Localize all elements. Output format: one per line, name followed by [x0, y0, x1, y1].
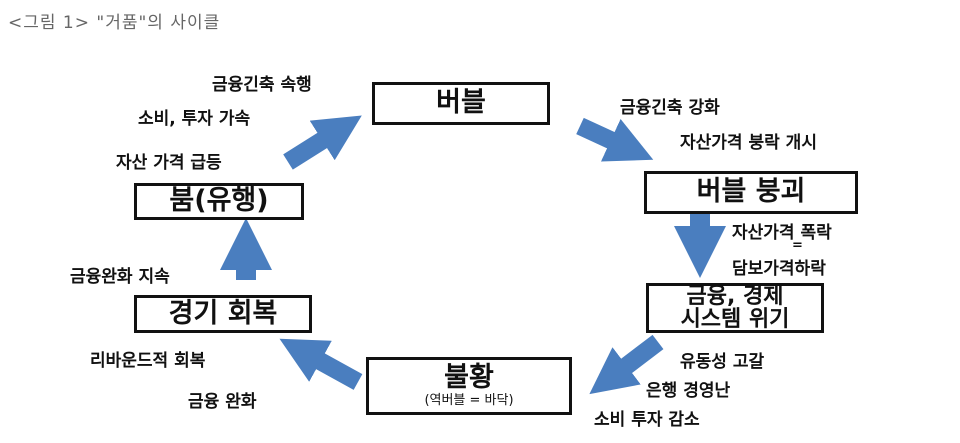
label-tightening-accel: 금융긴축 속행	[212, 75, 312, 95]
label-consume-invest-drop: 소비 투자 감소	[594, 410, 700, 430]
node-crisis-line2: 시스템 위기	[680, 307, 790, 332]
label-rebound: 리바운드적 회복	[90, 351, 206, 371]
label-asset-plunge: 자산가격 폭락	[732, 223, 832, 243]
node-bubble-collapse: 버블 붕괴	[644, 171, 858, 214]
label-tightening-strength: 금융긴축 강화	[620, 98, 720, 118]
node-recession-label: 불황	[444, 362, 494, 393]
node-recovery: 경기 회복	[134, 295, 312, 333]
label-consume-invest-accel: 소비, 투자 가속	[138, 109, 251, 129]
node-bubble-label: 버블	[436, 87, 486, 119]
arrow-boom-to-bubble	[283, 115, 362, 170]
label-liquidity-dry: 유동성 고갈	[680, 352, 765, 372]
node-recovery-label: 경기 회복	[168, 297, 278, 329]
figure-caption: <그림 1> "거품"의 사이클	[8, 13, 221, 33]
node-crisis-line1: 금융, 경제	[686, 283, 784, 309]
arrow-bubble-to-collapse	[576, 117, 654, 162]
node-bubble-collapse-label: 버블 붕괴	[696, 176, 806, 208]
label-collateral-drop: 담보가격하락	[732, 259, 826, 279]
label-bank-distress: 은행 경영난	[646, 381, 731, 401]
node-bubble: 버블	[372, 82, 550, 125]
label-asset-price-surge: 자산 가격 급등	[116, 153, 222, 173]
arrow-crisis-to-recession	[589, 334, 664, 395]
node-recession-sub: (역버블 = 바닥)	[424, 393, 514, 409]
node-recession: 불황 (역버블 = 바닥)	[366, 357, 572, 415]
label-equals: =	[792, 238, 803, 253]
node-boom: 붐(유행)	[134, 183, 304, 220]
label-easing-continue: 금융완화 지속	[70, 267, 170, 287]
node-boom-label: 붐(유행)	[169, 185, 269, 217]
arrow-recession-to-recovery	[279, 338, 363, 390]
label-asset-collapse-start: 자산가격 붕락 개시	[680, 133, 817, 153]
label-easing: 금융 완화	[188, 392, 257, 412]
node-system-crisis: 금융, 경제 시스템 위기	[646, 283, 824, 333]
